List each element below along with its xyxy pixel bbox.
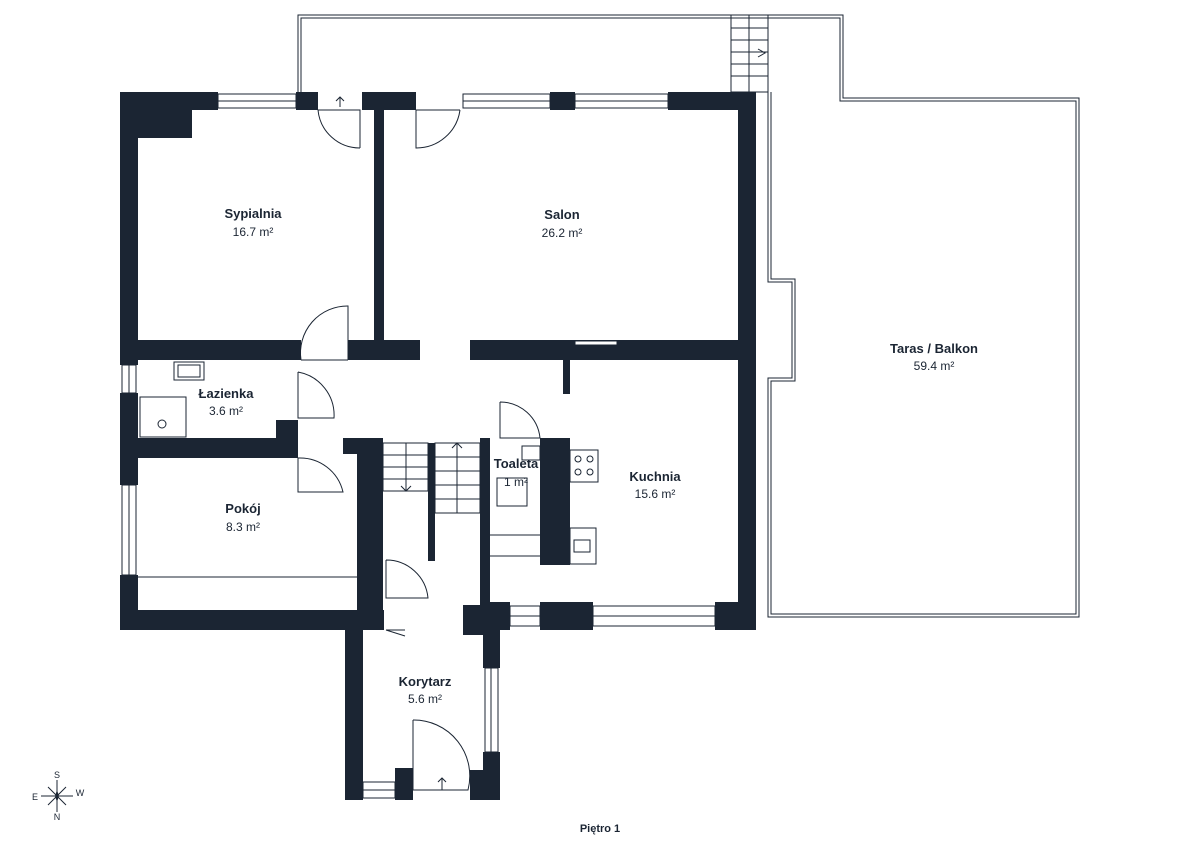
room-area: 3.6 m²: [209, 404, 243, 418]
room-area: 1 m²: [504, 475, 528, 489]
room-area: 15.6 m²: [635, 487, 676, 501]
compass-west-label: W: [76, 788, 85, 798]
interior-stairs: [382, 442, 481, 514]
room-area: 5.6 m²: [408, 692, 442, 706]
room-label-pokoj: Pokój 8.3 m²: [225, 501, 260, 534]
room-label-korytarz: Korytarz 5.6 m²: [399, 674, 452, 706]
room-label-lazienka: Łazienka 3.6 m²: [199, 386, 255, 418]
compass-rose: S N E W: [32, 770, 85, 822]
compass-south-label: S: [54, 770, 60, 780]
compass-north-label: N: [54, 812, 61, 822]
room-area: 16.7 m²: [233, 225, 274, 239]
terrace-stairs: [730, 14, 769, 93]
room-name: Kuchnia: [629, 469, 681, 484]
room-name: Pokój: [225, 501, 260, 516]
windows: [121, 93, 716, 799]
room-area: 59.4 m²: [914, 359, 955, 373]
room-area: 26.2 m²: [542, 226, 583, 240]
entrance-arrows: [335, 96, 447, 790]
room-label-toaleta: Toaleta 1 m²: [494, 456, 539, 489]
room-name: Łazienka: [199, 386, 255, 401]
room-label-sypialnia: Sypialnia 16.7 m²: [224, 206, 282, 239]
room-label-taras: Taras / Balkon 59.4 m²: [890, 341, 978, 373]
room-label-salon: Salon 26.2 m²: [542, 207, 583, 240]
room-name: Toaleta: [494, 456, 539, 471]
room-name: Taras / Balkon: [890, 341, 978, 356]
room-label-kuchnia: Kuchnia 15.6 m²: [629, 469, 681, 501]
doors: [297, 109, 541, 791]
floor-label: Piętro 1: [580, 823, 620, 835]
fixtures: [138, 361, 599, 578]
compass-east-label: E: [32, 792, 38, 802]
room-name: Sypialnia: [224, 206, 282, 221]
room-area: 8.3 m²: [226, 520, 260, 534]
walls: [120, 92, 756, 800]
room-name: Korytarz: [399, 674, 452, 689]
room-name: Salon: [544, 207, 579, 222]
